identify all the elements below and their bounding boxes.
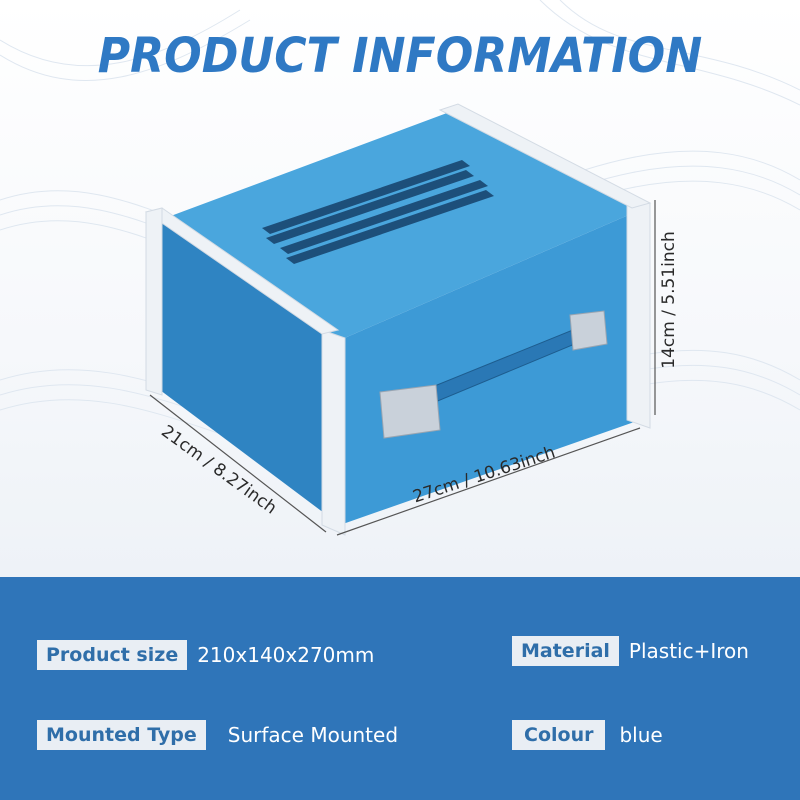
product-showcase: PRODUCT INFORMATION: [0, 0, 800, 577]
spec-key: Material: [512, 636, 619, 666]
spec-key: Mounted Type: [37, 720, 206, 750]
vent-slots: [262, 160, 494, 264]
spec-key: Colour: [512, 720, 606, 750]
spec-value: Surface Mounted: [227, 723, 399, 747]
headline-title: PRODUCT INFORMATION: [97, 28, 703, 84]
spec-key: Product size: [37, 640, 188, 670]
spec-mounted-type: Mounted Type Surface Mounted: [37, 720, 398, 750]
height-dimension-label: 14cm / 5.51inch: [658, 231, 679, 369]
metal-enclosure-box-image: [144, 103, 656, 536]
spec-product-size: Product size 210x140x270mm: [37, 640, 374, 670]
spec-value: 210x140x270mm: [197, 643, 375, 667]
spec-value: blue: [619, 723, 663, 747]
spec-value: Plastic+Iron: [628, 639, 749, 663]
spec-colour: Colour blue: [512, 720, 663, 750]
spec-band: Product size 210x140x270mm Material Plas…: [0, 577, 800, 800]
handle-bracket-icon: [379, 310, 608, 439]
spec-material: Material Plastic+Iron: [512, 636, 749, 666]
